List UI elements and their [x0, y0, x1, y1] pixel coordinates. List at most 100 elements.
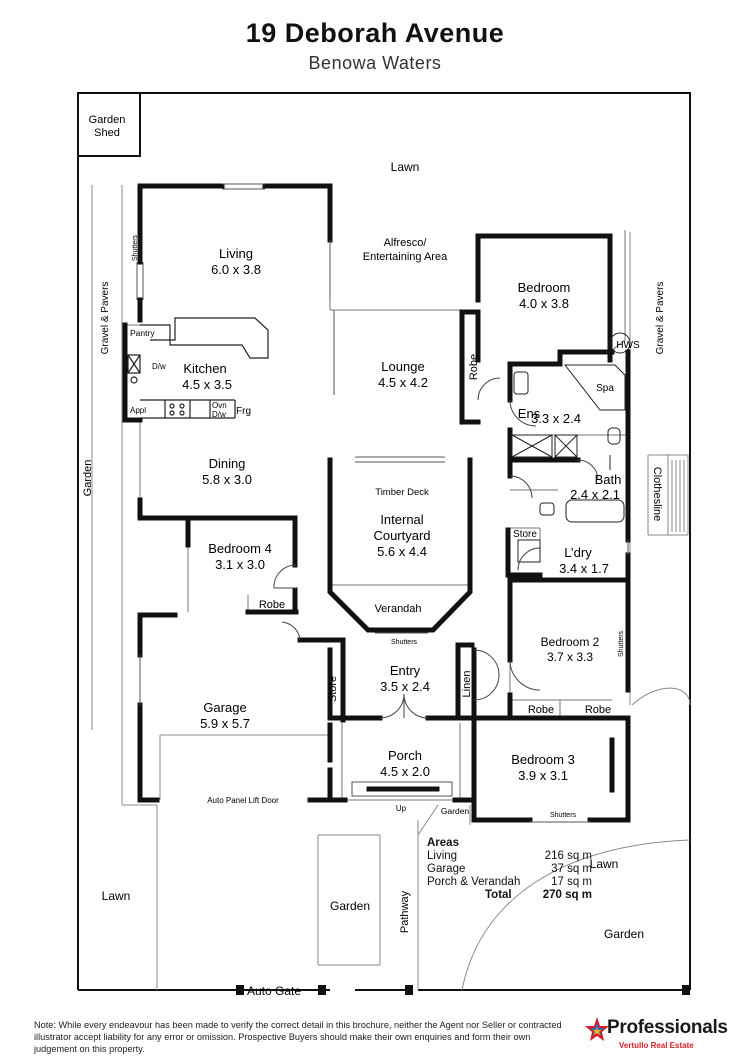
alfresco-label-2: Entertaining Area: [363, 251, 448, 263]
rotated-labels: Gravel & Pavers Gravel & Pavers Garden P…: [82, 234, 666, 933]
kitchen-bench: [127, 317, 269, 419]
areas-row-label: Porch & Verandah: [427, 876, 521, 888]
logo-subtitle: Vertullo Real Estate: [619, 1041, 694, 1050]
bedroom2-label: Bedroom 2: [541, 635, 600, 649]
shutters-label-bed2: Shutters: [618, 630, 625, 657]
property-boundary: [77, 92, 691, 991]
robe-label-bed4: Robe: [259, 599, 285, 611]
up-label: Up: [396, 804, 407, 813]
robe-label-bed2b: Robe: [585, 704, 611, 716]
dw-label: D/w: [152, 362, 166, 371]
logo-name: Professionals: [607, 1017, 728, 1038]
bedroom2-dim: 3.7 x 3.3: [547, 650, 593, 664]
ensuite-fixtures: [511, 332, 631, 563]
walls: [122, 183, 631, 823]
clothesline-label: Clothesline: [651, 467, 663, 521]
gravel-left-label: Gravel & Pavers: [100, 282, 111, 355]
porch-landing: [351, 781, 453, 797]
alfresco-label: Alfresco/: [384, 237, 428, 249]
page-subtitle: Benowa Waters: [308, 53, 442, 73]
garden-small-label: Garden: [441, 806, 470, 816]
door-arcs: [273, 377, 599, 719]
areas-row: Porch & Verandah 17 sq m: [427, 876, 592, 889]
areas-row: Garage 37 sq m: [427, 863, 592, 876]
garage-label: Garage: [203, 700, 246, 715]
garden-shed-label: Garden: [89, 114, 126, 126]
ldry-label: L’dry: [564, 545, 592, 560]
bedroom-label: Bedroom: [518, 280, 571, 295]
spa-label: Spa: [596, 383, 614, 394]
garden-shed-label-2: Shed: [94, 127, 120, 139]
auto-panel-label: Auto Panel Lift Door: [207, 796, 279, 805]
living-dim: 6.0 x 3.8: [211, 262, 261, 277]
lawn-right-label: Lawn: [590, 857, 619, 871]
windows: [136, 183, 629, 823]
bedroom3-dim: 3.9 x 3.1: [518, 768, 568, 783]
pathway-label: Pathway: [399, 890, 411, 933]
lawn-top-label: Lawn: [391, 160, 420, 174]
shutters-label-verandah: Shutters: [391, 639, 418, 646]
appl-label: Appl: [130, 406, 146, 415]
areas-total-value: 270 sq m: [542, 889, 592, 901]
store-label-entry: Store: [327, 676, 339, 702]
areas-row-label: Garage: [427, 863, 466, 875]
verandah-label: Verandah: [374, 603, 421, 615]
lawn-left-label: Lawn: [102, 889, 131, 903]
shutters-label-living: Shutters: [132, 234, 139, 261]
courtyard-label: Internal: [380, 512, 423, 527]
areas-total-label: Total: [485, 889, 512, 901]
areas-row-value: 17 sq m: [551, 876, 592, 888]
bath-label: Bath: [595, 472, 622, 487]
ovn-label: Ovn: [212, 401, 227, 410]
lounge-label: Lounge: [381, 359, 424, 374]
garden-right-label: Garden: [604, 927, 644, 941]
areas-table: Areas Living 216 sq m Garage 37 sq m Por…: [427, 837, 592, 902]
robe-label-bed2a: Robe: [528, 704, 554, 716]
bedroom4-dim: 3.1 x 3.0: [215, 557, 265, 572]
living-label: Living: [219, 246, 253, 261]
areas-row-label: Living: [427, 850, 458, 862]
bedroom-dim: 4.0 x 3.8: [519, 296, 569, 311]
areas-title: Areas: [427, 837, 459, 849]
timber-deck-label: Timber Deck: [375, 487, 429, 498]
robe-label-bed: Robe: [468, 354, 480, 380]
clothesline-lines: [671, 460, 685, 532]
site-lines: [91, 185, 691, 991]
porch-step: [366, 786, 440, 792]
garage-dim: 5.9 x 5.7: [200, 716, 250, 731]
areas-row: Living 216 sq m: [427, 850, 592, 863]
courtyard-dim: 5.6 x 4.4: [377, 544, 427, 559]
kitchen-dim: 4.5 x 3.5: [182, 377, 232, 392]
pantry-label: Pantry: [130, 328, 155, 338]
professionals-logo: Professionals Vertullo Real Estate: [585, 1015, 735, 1055]
kitchen-label: Kitchen: [183, 361, 226, 376]
porch-dim: 4.5 x 2.0: [380, 764, 430, 779]
areas-row-value: 216 sq m: [544, 850, 592, 862]
disclaimer-note: Note: While every endeavour has been mad…: [34, 1020, 562, 1054]
courtyard-label-2: Courtyard: [373, 528, 430, 543]
ens-label: Ens: [518, 406, 541, 421]
star-icon: [585, 1017, 609, 1041]
shutters-label-bed3: Shutters: [550, 812, 577, 819]
gravel-right-label: Gravel & Pavers: [655, 282, 666, 355]
gate-posts: [236, 985, 690, 995]
bedroom3-label: Bedroom 3: [511, 752, 575, 767]
bath-dim: 2.4 x 2.1: [570, 487, 620, 502]
ovn-dw-label: D/w: [212, 410, 226, 419]
page-title: 19 Deborah Avenue: [245, 18, 505, 48]
bedroom4-label: Bedroom 4: [208, 541, 272, 556]
ens-dim: 3.3 x 2.4: [531, 411, 581, 426]
garden-shed: [77, 92, 141, 157]
areas-row-value: 37 sq m: [551, 863, 592, 875]
store-label-ldry: Store: [513, 529, 537, 540]
linen-label: Linen: [461, 671, 473, 698]
ldry-dim: 3.4 x 1.7: [559, 561, 609, 576]
lounge-dim: 4.5 x 4.2: [378, 375, 428, 390]
hws-label: HWS: [616, 340, 640, 351]
dining-dim: 5.8 x 3.0: [202, 472, 252, 487]
garden-mid-label: Garden: [330, 899, 370, 913]
auto-gate-label: Auto Gate: [247, 984, 301, 998]
areas-total-row: Total 270 sq m: [427, 889, 592, 902]
entry-label: Entry: [390, 663, 421, 678]
room-labels: Garden Shed Lawn Living 6.0 x 3.8 Alfres…: [89, 114, 644, 998]
